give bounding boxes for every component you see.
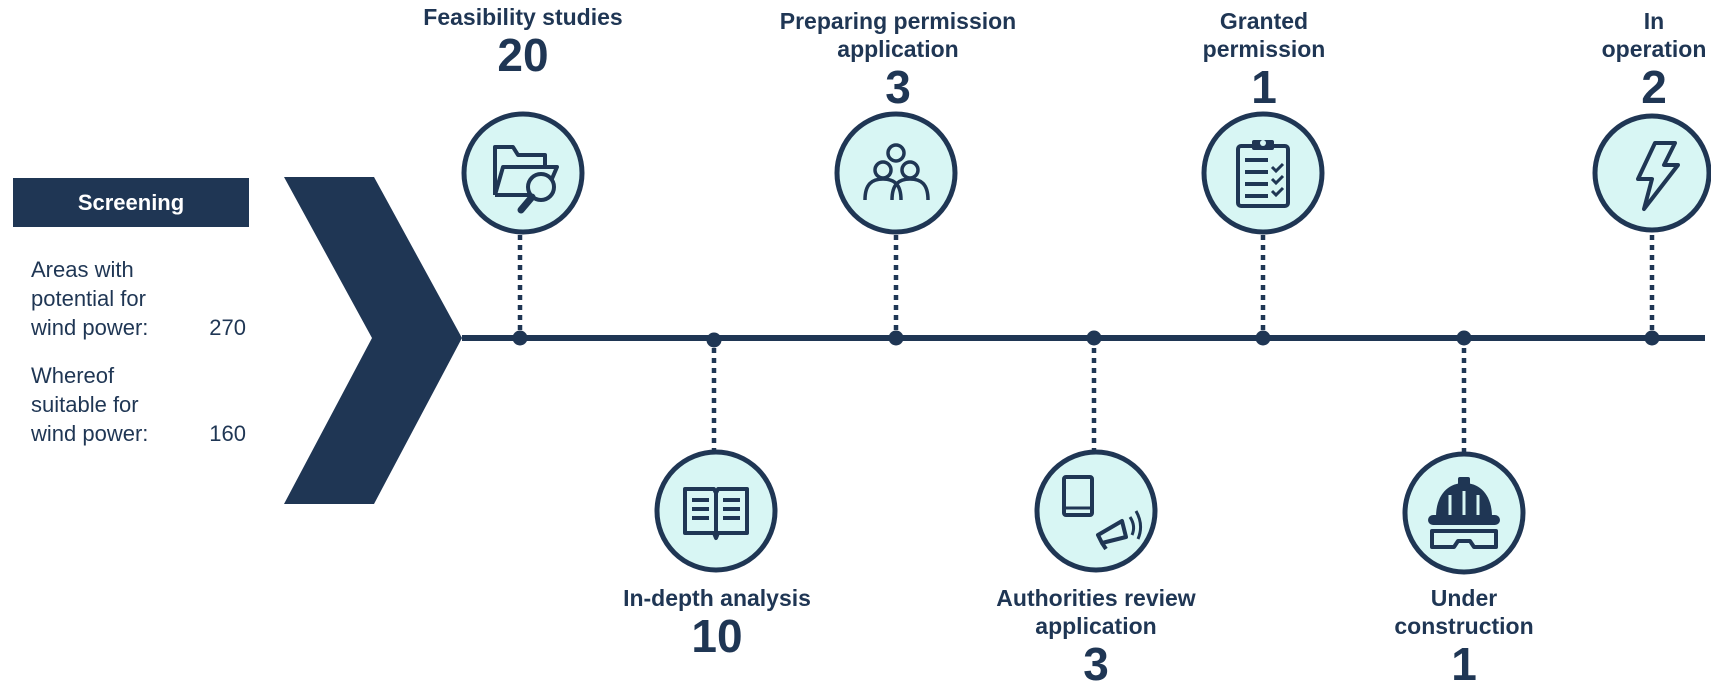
stage-title: Granted permission bbox=[1202, 8, 1326, 62]
stage-label-construction: Under construction 1 bbox=[1314, 584, 1614, 688]
areas-potential-label: Areas with potential for wind power: bbox=[31, 257, 149, 340]
stage-count: 10 bbox=[691, 610, 743, 662]
stage-title: In operation bbox=[1601, 8, 1707, 62]
stage-preparing-permission bbox=[834, 111, 958, 346]
stage-authorities-review bbox=[1034, 330, 1158, 573]
stage-count: 1 bbox=[1251, 61, 1277, 113]
screening-header: Screening bbox=[13, 178, 249, 227]
lightning-bolt-icon bbox=[1592, 113, 1711, 233]
stage-dot bbox=[1456, 330, 1472, 346]
stage-count: 2 bbox=[1641, 61, 1667, 113]
stage-title: Authorities review application bbox=[996, 585, 1196, 639]
stage-dot bbox=[1086, 330, 1102, 346]
book-megaphone-icon bbox=[1034, 449, 1158, 573]
stage-count: 20 bbox=[497, 29, 549, 81]
stage-label-granted: Granted permission 1 bbox=[1114, 7, 1414, 111]
stage-dot bbox=[706, 332, 722, 348]
suitable-areas-stat: Whereof suitable for wind power: 160 bbox=[31, 361, 251, 448]
stage-in-depth-analysis bbox=[654, 332, 778, 573]
stage-under-construction bbox=[1402, 330, 1526, 575]
stage-label-authorities: Authorities review application 3 bbox=[946, 584, 1246, 688]
stage-dot bbox=[512, 330, 528, 346]
stage-label-feasibility: Feasibility studies 20 bbox=[373, 3, 673, 79]
stage-title: Preparing permission application bbox=[779, 8, 1017, 62]
areas-potential-stat: Areas with potential for wind power: 270 bbox=[31, 255, 251, 342]
stage-granted-permission bbox=[1201, 111, 1325, 346]
open-book-icon bbox=[654, 449, 778, 573]
stage-title: Under construction bbox=[1394, 585, 1534, 639]
people-group-icon bbox=[834, 111, 958, 235]
hardhat-goggles-icon bbox=[1402, 451, 1526, 575]
stage-dot bbox=[1255, 330, 1271, 346]
stage-feasibility-studies bbox=[461, 111, 585, 346]
stage-label-preparing: Preparing permission application 3 bbox=[748, 7, 1048, 111]
folder-search-icon bbox=[461, 111, 585, 235]
stage-label-in-depth: In-depth analysis 10 bbox=[567, 584, 867, 660]
stage-count: 1 bbox=[1451, 638, 1477, 690]
stage-dot bbox=[888, 330, 904, 346]
stage-count: 3 bbox=[1083, 638, 1109, 690]
areas-potential-value: 270 bbox=[209, 315, 246, 340]
stage-label-operation: In operation 2 bbox=[1599, 7, 1709, 111]
stage-in-operation bbox=[1592, 113, 1711, 346]
suitable-areas-value: 160 bbox=[209, 421, 246, 446]
stage-dot bbox=[1644, 330, 1660, 346]
checklist-clipboard-icon bbox=[1201, 111, 1325, 235]
chevron-arrow bbox=[284, 177, 462, 504]
suitable-areas-label: Whereof suitable for wind power: bbox=[31, 363, 149, 446]
stage-count: 3 bbox=[885, 61, 911, 113]
stage-title: Feasibility studies bbox=[423, 4, 623, 30]
stage-title: In-depth analysis bbox=[623, 585, 811, 611]
screening-title: Screening bbox=[77, 189, 185, 215]
